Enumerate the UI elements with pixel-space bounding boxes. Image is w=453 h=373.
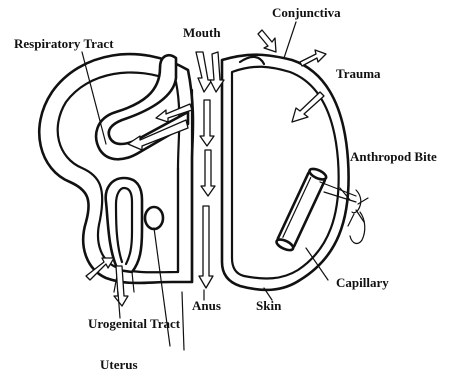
gut-arrow-1 xyxy=(200,100,214,146)
conjunctiva-arrow-in xyxy=(258,30,276,52)
skin-compartment xyxy=(222,55,349,290)
conjunctiva-leader xyxy=(284,22,296,58)
uterus-leader-2 xyxy=(182,292,184,350)
label-uterus: Uterus xyxy=(100,357,138,372)
label-skin: Skin xyxy=(256,298,282,313)
label-conjunctiva: Conjunctiva xyxy=(272,5,341,20)
label-mouth: Mouth xyxy=(183,25,221,40)
gut-arrow-2 xyxy=(201,150,215,196)
mouth-arrow-left xyxy=(196,52,212,92)
label-capillary: Capillary xyxy=(336,275,389,290)
conjunctiva-arrow-out xyxy=(300,50,326,66)
label-anthropod-bite: Anthropod Bite xyxy=(350,149,437,164)
label-anus: Anus xyxy=(192,298,221,313)
label-respiratory-tract: Respiratory Tract xyxy=(14,36,114,51)
label-trauma: Trauma xyxy=(336,66,381,81)
uterus-oval xyxy=(145,207,163,229)
gut-arrow-3 xyxy=(199,206,213,288)
label-urogenital-tract: Urogenital Tract xyxy=(88,316,181,331)
